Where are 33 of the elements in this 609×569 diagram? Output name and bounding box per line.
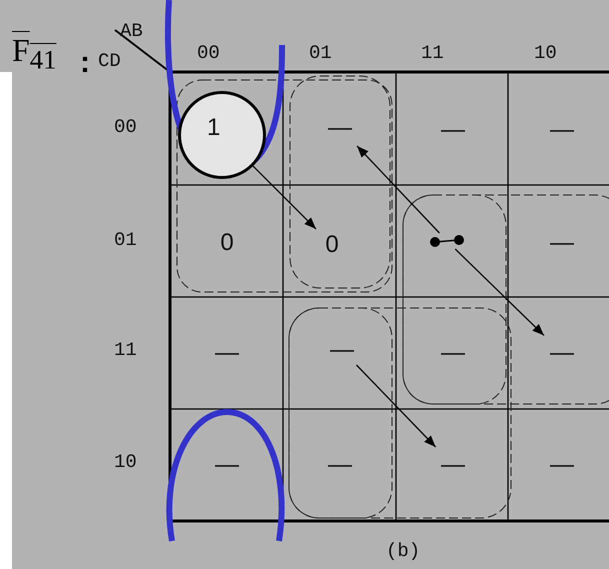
row-header: 10 <box>114 453 137 472</box>
cell-value: — <box>435 335 471 371</box>
axis-label: AB <box>120 22 143 41</box>
function-name: F$_{41}$ <box>12 34 56 74</box>
cell-value: 0 <box>316 228 348 262</box>
column-header: 00 <box>197 44 220 63</box>
cell-value: — <box>209 447 245 483</box>
junction-dots <box>428 233 466 249</box>
cell-value: — <box>544 447 580 483</box>
circled-cell: 1 <box>178 91 266 179</box>
row-header: 01 <box>114 231 137 250</box>
cell-value: — <box>322 110 358 146</box>
arrow <box>252 166 316 230</box>
cell-value: — <box>544 225 580 261</box>
cell-value: — <box>322 447 358 483</box>
colon: : <box>80 48 90 78</box>
caption: (b) <box>386 540 420 562</box>
row-header: 00 <box>114 118 137 137</box>
cell-value: — <box>435 447 471 483</box>
cell-value: — <box>435 112 471 148</box>
axis-label: CD <box>98 52 121 71</box>
cell-value: 0 <box>209 225 245 261</box>
arrow <box>454 248 544 336</box>
row-header: 11 <box>114 341 137 360</box>
cell-value: — <box>209 335 245 371</box>
column-header: 01 <box>309 44 332 63</box>
cell-value: — <box>544 335 580 371</box>
cell-value: — <box>325 335 359 365</box>
arrow <box>356 364 436 448</box>
column-header: 11 <box>421 44 444 63</box>
column-header: 10 <box>534 44 557 63</box>
cell-value: — <box>544 112 580 148</box>
arrow <box>356 146 440 234</box>
